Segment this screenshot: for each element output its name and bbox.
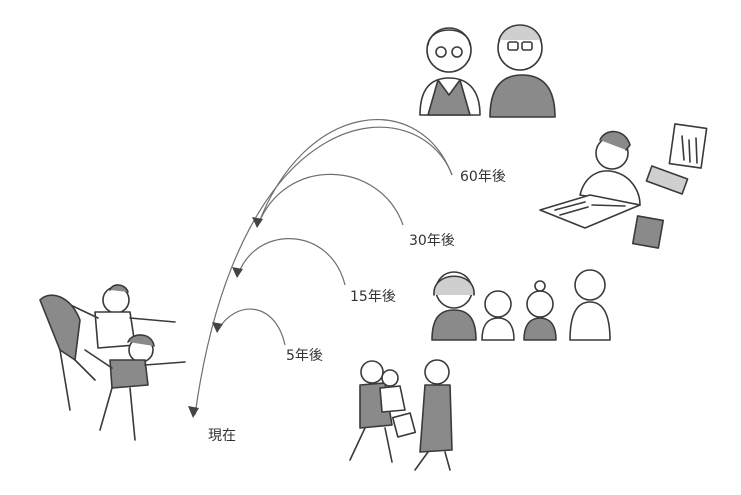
label-15-years: 15年後 — [350, 289, 396, 305]
arc-5-years — [217, 308, 286, 346]
family-of-four-illustration — [431, 269, 611, 341]
timeline-arcs — [188, 119, 453, 418]
elderly-couple-illustration — [419, 24, 556, 118]
arrowhead-30 — [252, 217, 263, 228]
label-now: 現在 — [208, 428, 236, 444]
label-5-years: 5年後 — [286, 348, 323, 364]
label-60-years: 60年後 — [460, 169, 506, 185]
office-worker-illustration — [539, 123, 708, 249]
arc-30-years — [257, 173, 404, 226]
walking-family-illustration — [349, 359, 453, 471]
arc-15-years — [237, 238, 346, 286]
arc-to-now — [194, 126, 453, 416]
arrowhead-now — [188, 406, 199, 418]
label-30-years: 30年後 — [409, 233, 455, 249]
arrowhead-5 — [212, 322, 223, 333]
arrowhead-15 — [232, 267, 243, 278]
arc-60-years — [257, 119, 453, 226]
dancing-couple-illustration — [39, 284, 186, 441]
